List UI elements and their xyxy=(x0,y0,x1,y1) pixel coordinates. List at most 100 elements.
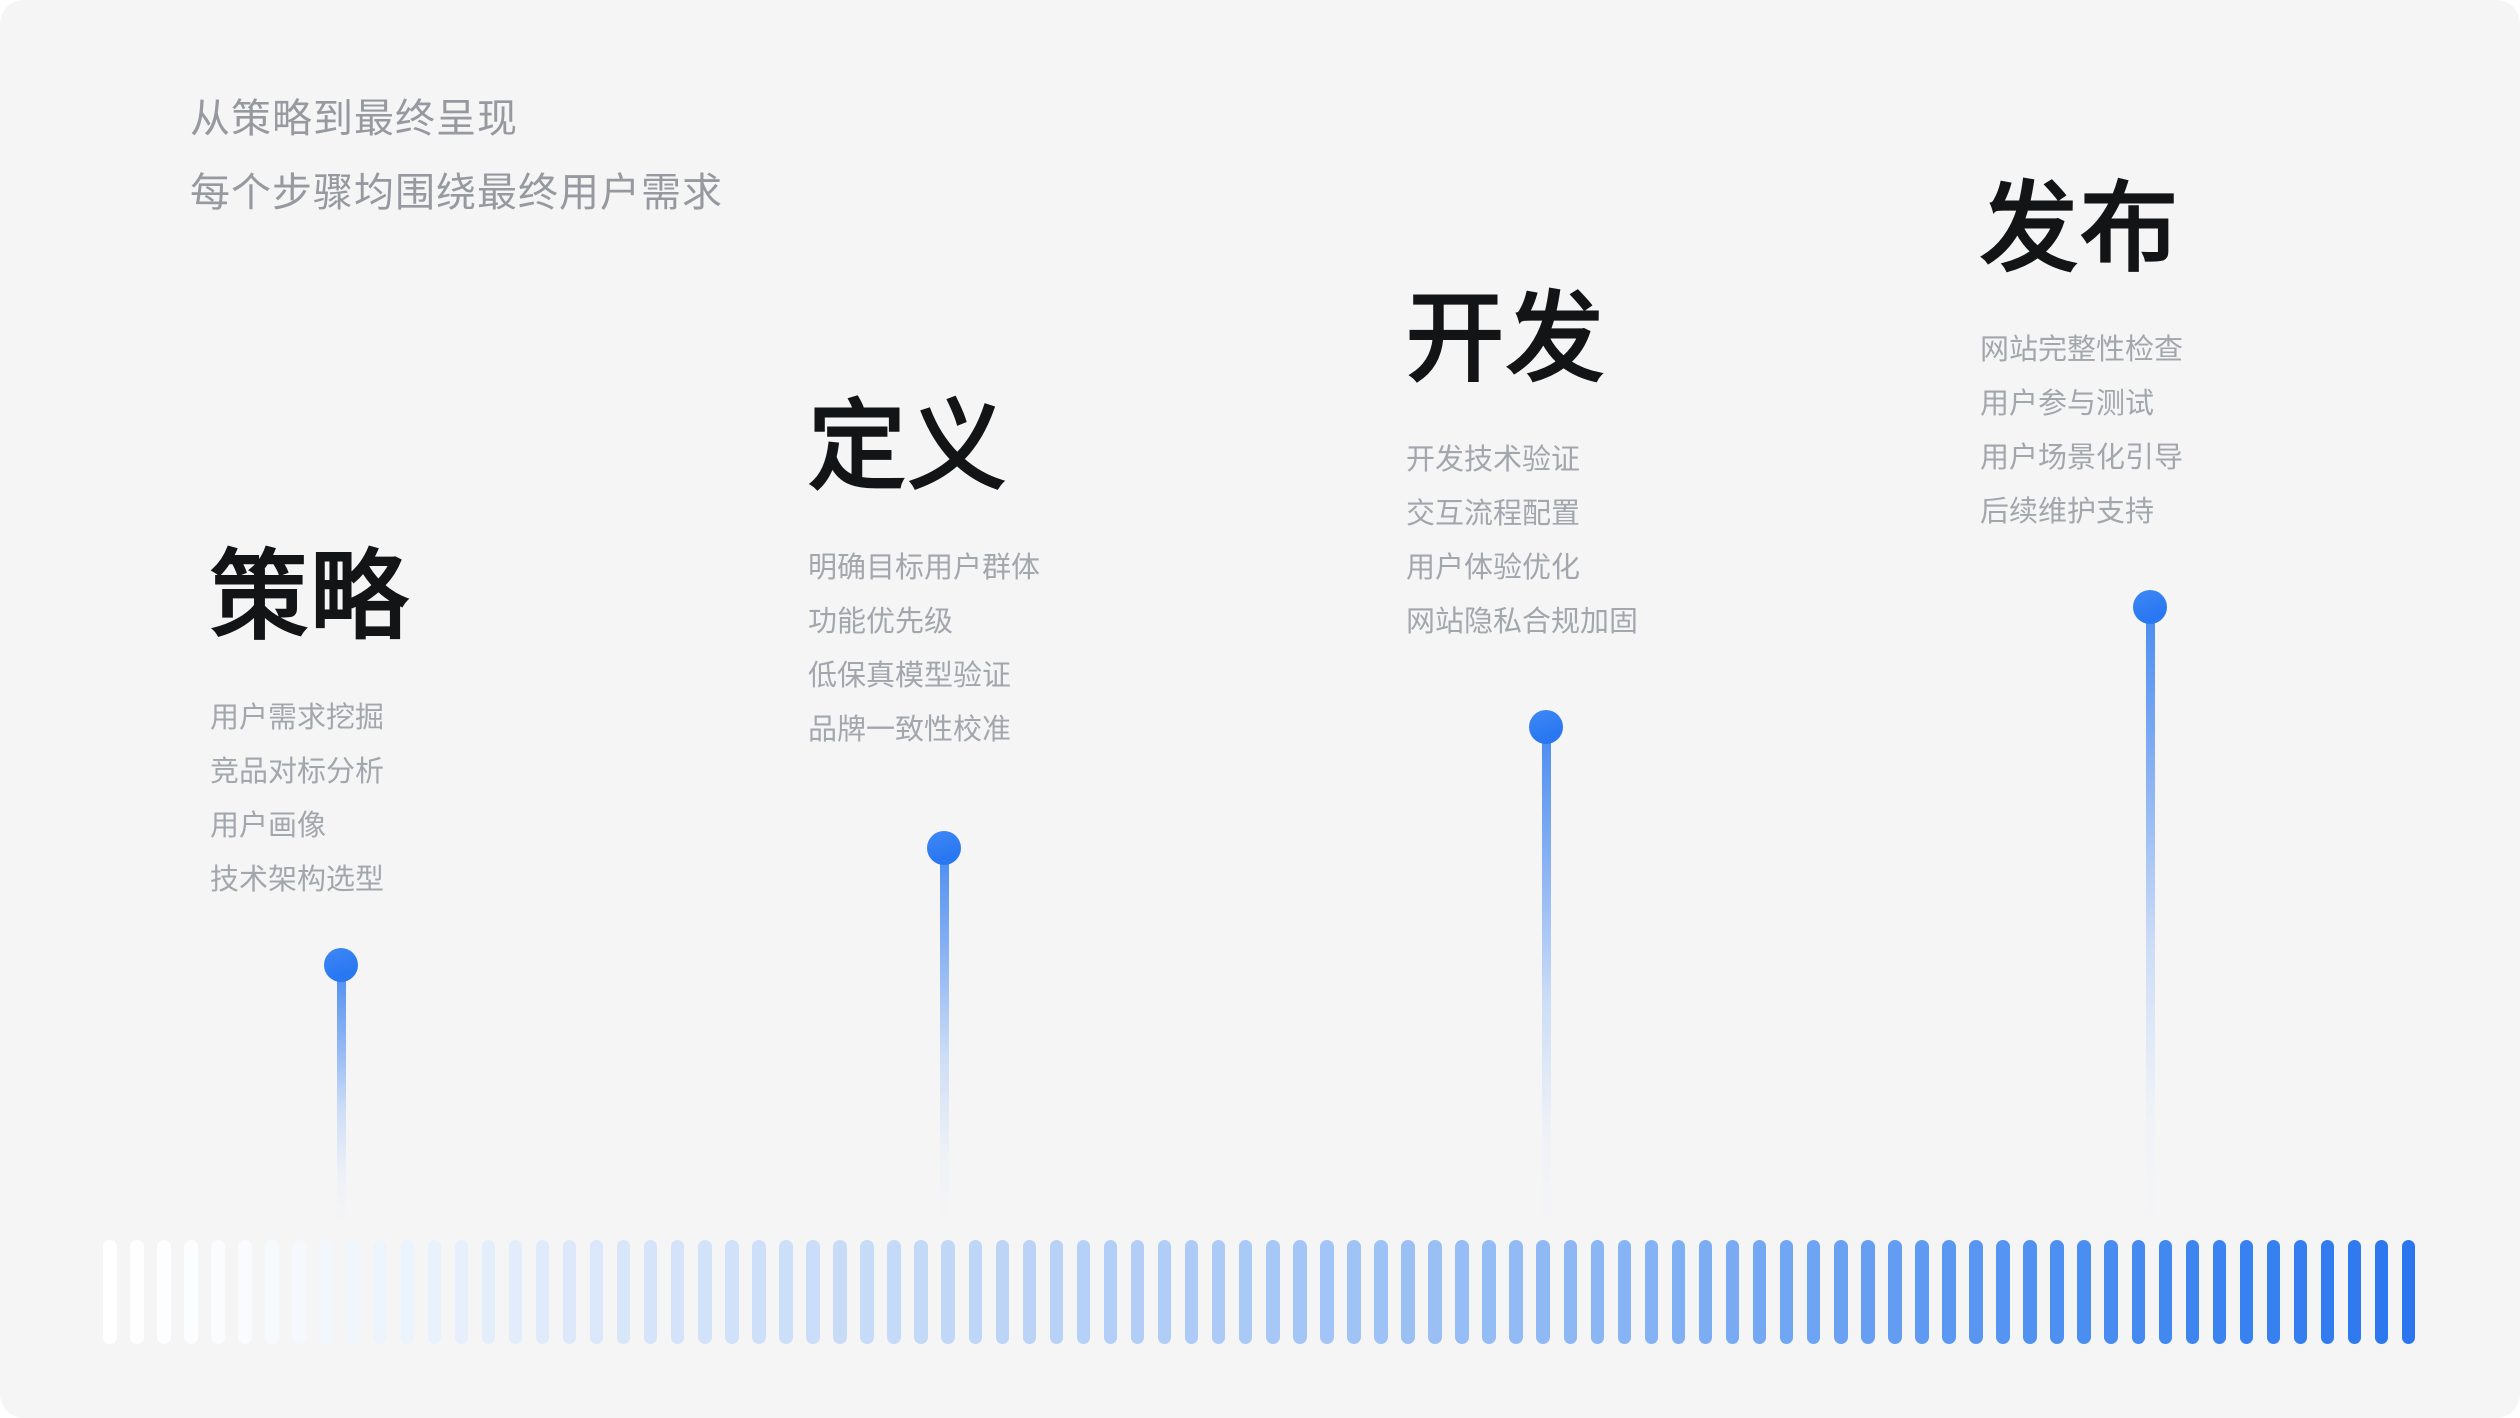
bar xyxy=(968,1240,982,1344)
bar xyxy=(670,1240,685,1344)
stage-item: 用户场景化引导 xyxy=(1980,442,2184,474)
stage-item: 技术架构选型 xyxy=(210,864,385,896)
stage-column-develop: 开发 开发技术验证 交互流程配置 用户体验优化 网站隐私合规加固 xyxy=(1406,288,1926,662)
bar xyxy=(887,1240,901,1344)
bar xyxy=(1725,1240,1740,1344)
diagram-subtitle: 从策略到最终呈现 每个步骤均围绕最终用户需求 xyxy=(190,82,723,230)
stage-item: 网站完整性检查 xyxy=(1980,334,2184,366)
stage-column-strategy: 策略 用户需求挖掘 竞品对标分析 用户画像 技术架构选型 xyxy=(210,546,730,920)
subtitle-line-1: 从策略到最终呈现 xyxy=(190,97,518,141)
bar xyxy=(1806,1240,1821,1344)
bar xyxy=(1969,1240,1983,1344)
timeline-stem xyxy=(336,965,346,1228)
bar xyxy=(1861,1240,1875,1344)
bar xyxy=(1617,1240,1632,1344)
bar xyxy=(1374,1240,1388,1344)
bar xyxy=(1428,1240,1442,1344)
bar xyxy=(2185,1240,2200,1344)
stage-item: 用户参与测试 xyxy=(1980,388,2155,420)
bar xyxy=(1698,1240,1713,1344)
timeline-dot xyxy=(927,831,961,865)
bar xyxy=(1590,1240,1605,1344)
timeline-gradient-bars xyxy=(103,1240,2416,1344)
bar xyxy=(2320,1240,2335,1344)
stage-item-list: 网站完整性检查 用户参与测试 用户场景化引导 后续维护支持 xyxy=(1980,336,2500,527)
bar xyxy=(346,1240,360,1344)
stage-title: 策略 xyxy=(210,541,411,651)
bar xyxy=(454,1240,469,1344)
stage-item: 竞品对标分析 xyxy=(210,756,385,788)
stage-item: 后续维护支持 xyxy=(1980,496,2155,528)
bar xyxy=(1536,1240,1550,1344)
bar xyxy=(1671,1240,1686,1344)
bar xyxy=(184,1240,198,1344)
stage-item: 开发技术验证 xyxy=(1406,444,1581,476)
bar xyxy=(779,1240,793,1344)
bar xyxy=(508,1240,523,1344)
stage-item: 用户体验优化 xyxy=(1406,552,1581,584)
bar xyxy=(2104,1240,2118,1344)
bar xyxy=(1996,1240,2010,1344)
bar xyxy=(1347,1240,1361,1344)
bar xyxy=(833,1240,847,1344)
stage-item-list: 开发技术验证 交互流程配置 用户体验优化 网站隐私合规加固 xyxy=(1406,446,1926,637)
bar xyxy=(211,1240,225,1344)
stage-item: 功能优先级 xyxy=(808,606,954,638)
bar xyxy=(1509,1240,1523,1344)
bar xyxy=(2131,1240,2146,1344)
bar xyxy=(1320,1240,1334,1344)
bar xyxy=(698,1240,712,1344)
stage-item: 交互流程配置 xyxy=(1406,498,1581,530)
bar xyxy=(860,1240,874,1344)
bar xyxy=(725,1240,739,1344)
bar xyxy=(481,1240,496,1344)
bar xyxy=(2050,1240,2064,1344)
bar xyxy=(157,1240,171,1344)
bar xyxy=(1238,1240,1253,1344)
bar xyxy=(130,1240,144,1344)
subtitle-line-2: 每个步骤均围绕最终用户需求 xyxy=(190,171,723,215)
stage-title: 开发 xyxy=(1406,283,1607,393)
bar xyxy=(1401,1240,1415,1344)
bar xyxy=(400,1240,415,1344)
bar xyxy=(1563,1240,1578,1344)
stage-item-list: 用户需求挖掘 竞品对标分析 用户画像 技术架构选型 xyxy=(210,704,730,895)
bar xyxy=(535,1240,550,1344)
bar xyxy=(1455,1240,1469,1344)
timeline-stem xyxy=(939,848,949,1228)
bar xyxy=(1888,1240,1902,1344)
stage-item: 网站隐私合规加固 xyxy=(1406,606,1639,638)
bar xyxy=(2158,1240,2173,1344)
bar xyxy=(752,1240,766,1344)
stage-item: 用户画像 xyxy=(210,810,327,842)
bar xyxy=(1834,1240,1848,1344)
bar xyxy=(995,1240,1010,1344)
bar xyxy=(1752,1240,1767,1344)
bar xyxy=(2212,1240,2227,1344)
bar xyxy=(373,1240,387,1344)
bar xyxy=(1103,1240,1118,1344)
bar xyxy=(1293,1240,1307,1344)
timeline-dot xyxy=(324,948,358,982)
stage-item: 明确目标用户群体 xyxy=(808,552,1041,584)
stage-column-launch: 发布 网站完整性检查 用户参与测试 用户场景化引导 后续维护支持 xyxy=(1980,178,2500,552)
bar xyxy=(265,1240,279,1344)
bar xyxy=(1184,1240,1199,1344)
stage-item-list: 明确目标用户群体 功能优先级 低保真模型验证 品牌一致性校准 xyxy=(808,554,1328,745)
bar xyxy=(1049,1240,1064,1344)
stage-column-define: 定义 明确目标用户群体 功能优先级 低保真模型验证 品牌一致性校准 xyxy=(808,396,1328,770)
bar xyxy=(806,1240,820,1344)
bar xyxy=(2293,1240,2308,1344)
bar xyxy=(2401,1240,2416,1344)
timeline-stem xyxy=(2145,607,2155,1228)
timeline-dot xyxy=(2133,590,2167,624)
bar xyxy=(1076,1240,1091,1344)
bar xyxy=(2077,1240,2091,1344)
bar xyxy=(2266,1240,2281,1344)
bar xyxy=(292,1240,306,1344)
bar xyxy=(238,1240,252,1344)
bar xyxy=(103,1240,117,1344)
bar xyxy=(427,1240,442,1344)
bar xyxy=(914,1240,928,1344)
